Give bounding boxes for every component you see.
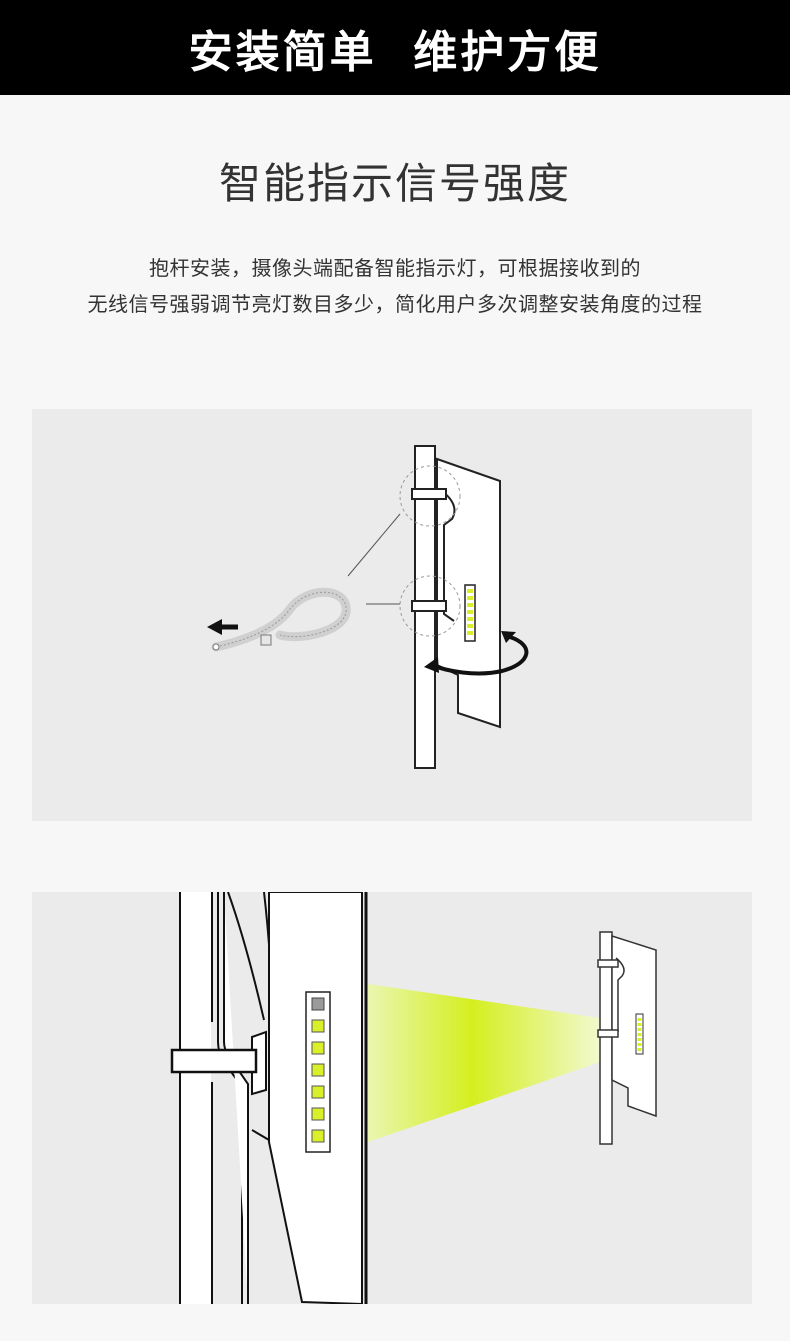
device-closeup-icon (170, 892, 368, 1304)
cable-tie-icon (211, 587, 351, 652)
section-description-line2: 无线信号强弱调节亮灯数目多少，简化用户多次调整安装角度的过程 (87, 292, 703, 316)
page-banner: 安装简单 维护方便 (0, 0, 790, 95)
section-description-line1: 抱杆安装，摄像头端配备智能指示灯，可根据接收到的 (149, 256, 641, 280)
pull-arrow-icon (207, 619, 238, 635)
installation-illustration (32, 409, 752, 821)
signal-beam-icon (368, 984, 600, 1142)
rotate-arrow-icon (424, 631, 529, 676)
section-heading: 智能指示信号强度 (218, 159, 571, 208)
signal-indicator-illustration (32, 892, 752, 1304)
device-small-icon (597, 931, 657, 1145)
